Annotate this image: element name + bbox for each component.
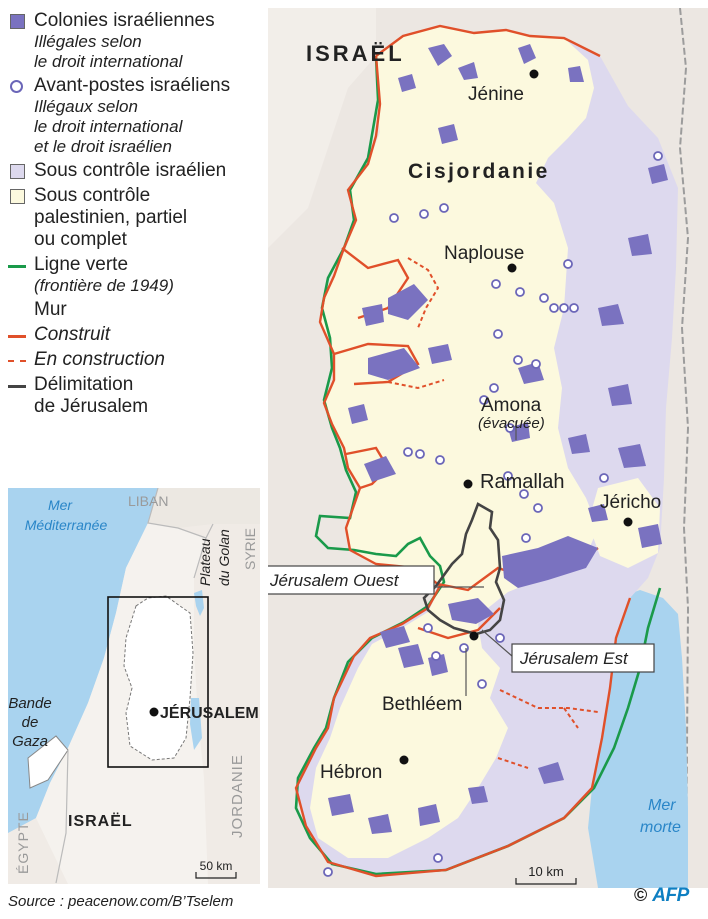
city-label-hebron: Hébron <box>320 762 382 783</box>
inset-israel-label: ISRAËL <box>68 812 133 830</box>
legend-green-line: Ligne verte (frontière de 1949) <box>8 254 283 296</box>
copyright-symbol: © <box>634 885 648 905</box>
inset-jordan-label: JORDANIE <box>229 754 246 838</box>
legend-outposts: Avant-postes israéliens Illégaux selon l… <box>8 75 283 157</box>
legend-settlements: Colonies israéliennes Illégales selon le… <box>8 10 283 72</box>
inset-dead-sea <box>190 698 202 750</box>
legend-wall-built: Construit <box>8 324 283 346</box>
city-label-jenine: Jénine <box>468 84 524 105</box>
legend-jerusalem-boundary: Délimitation de Jérusalem <box>8 374 283 418</box>
dead-sea-label-2: morte <box>640 819 681 836</box>
inset-golan-label-2: du Golan <box>216 529 232 586</box>
outpost-circle-icon <box>10 80 23 93</box>
israeli-control-swatch <box>10 164 25 179</box>
city-label-ramallah: Ramallah <box>480 471 564 493</box>
inset-gaza-label-3: Gaza <box>12 733 48 750</box>
label-box-jerusalem-west <box>268 565 435 595</box>
legend-label: Colonies israéliennes <box>34 10 215 31</box>
region-label: Cisjordanie <box>408 160 550 183</box>
settlement-swatch <box>10 14 25 29</box>
jordan-border <box>678 8 690 888</box>
city-label-naplouse: Naplouse <box>444 243 524 264</box>
inset-scale-bar <box>195 872 237 879</box>
city-label-jerusalem-west: Jérusalem Ouest <box>269 571 400 590</box>
inset-scale-label: 50 km <box>200 859 233 873</box>
source-note: Source : peacenow.com/B’Tselem <box>8 893 234 910</box>
inset-map: Mer Méditerranée LIBAN Plateau du Golan … <box>8 488 260 884</box>
main-scale-bar <box>515 878 577 885</box>
city-note-amona: (évacuée) <box>478 415 545 432</box>
inset-syria-label: SYRIE <box>242 528 258 570</box>
inset-egypt-label: ÉGYPTE <box>15 811 31 874</box>
wall-built-symbol <box>8 335 26 338</box>
legend-israeli-control: Sous contrôle israélien <box>8 160 283 182</box>
inset-gaza-label-2: de <box>22 714 39 731</box>
legend-wall: Mur <box>34 299 67 320</box>
main-map: ISRAËL Jénine Cisjordanie Naplouse Amona… <box>268 8 708 888</box>
inset-gaza-label-1: Bande <box>8 695 51 712</box>
legend-palestinian-control: Sous contrôle palestinien, partiel ou co… <box>8 185 283 251</box>
inset-border-egypt <box>55 749 69 884</box>
city-label-bethleem: Bethléem <box>382 694 462 715</box>
zoom-frame <box>107 596 209 768</box>
legend: Colonies israéliennes Illégales selon le… <box>8 10 283 421</box>
jerusalem-east-leader-line <box>481 629 513 657</box>
lebanon-area <box>148 488 260 528</box>
palestinian-control-swatch <box>10 189 25 204</box>
legend-wall-construction: En construction <box>8 349 283 371</box>
inset-sea-label-1: Mer <box>48 497 73 513</box>
jerusalem-boundary-symbol <box>8 385 26 388</box>
wall-construction-symbol <box>8 360 26 362</box>
inset-border-lebanon <box>147 488 207 539</box>
inset-golan-label-1: Plateau <box>197 538 213 586</box>
afp-logo: AFP <box>652 885 689 906</box>
jerusalem-dot <box>149 707 159 717</box>
city-label-amona: Amona <box>481 395 542 416</box>
inset-border-syria <box>193 523 214 579</box>
palestinian-control-area <box>310 26 598 858</box>
gaza-strip <box>27 735 69 789</box>
green-line-symbol <box>8 265 26 268</box>
jerusalem-boundary <box>422 502 506 636</box>
inset-jerusalem-label: JÉRUSALEM <box>160 703 259 722</box>
dead-sea-label-1: Mer <box>648 797 676 814</box>
city-label-jerusalem-east: Jérusalem Est <box>519 649 629 668</box>
outposts <box>323 151 663 877</box>
city-label-jericho: Jéricho <box>600 492 661 513</box>
main-scale-label: 10 km <box>528 864 563 879</box>
city-dots <box>399 69 633 765</box>
label-box-jerusalem-east <box>511 643 655 673</box>
inset-lebanon-label: LIBAN <box>128 493 168 509</box>
inset-sea-label-2: Méditerranée <box>25 517 108 533</box>
credit: © AFP <box>634 885 689 907</box>
inset-west-bank <box>123 595 194 761</box>
wall-construction <box>387 257 599 769</box>
israel-label: ISRAËL <box>306 41 405 66</box>
israel-area <box>268 8 376 248</box>
